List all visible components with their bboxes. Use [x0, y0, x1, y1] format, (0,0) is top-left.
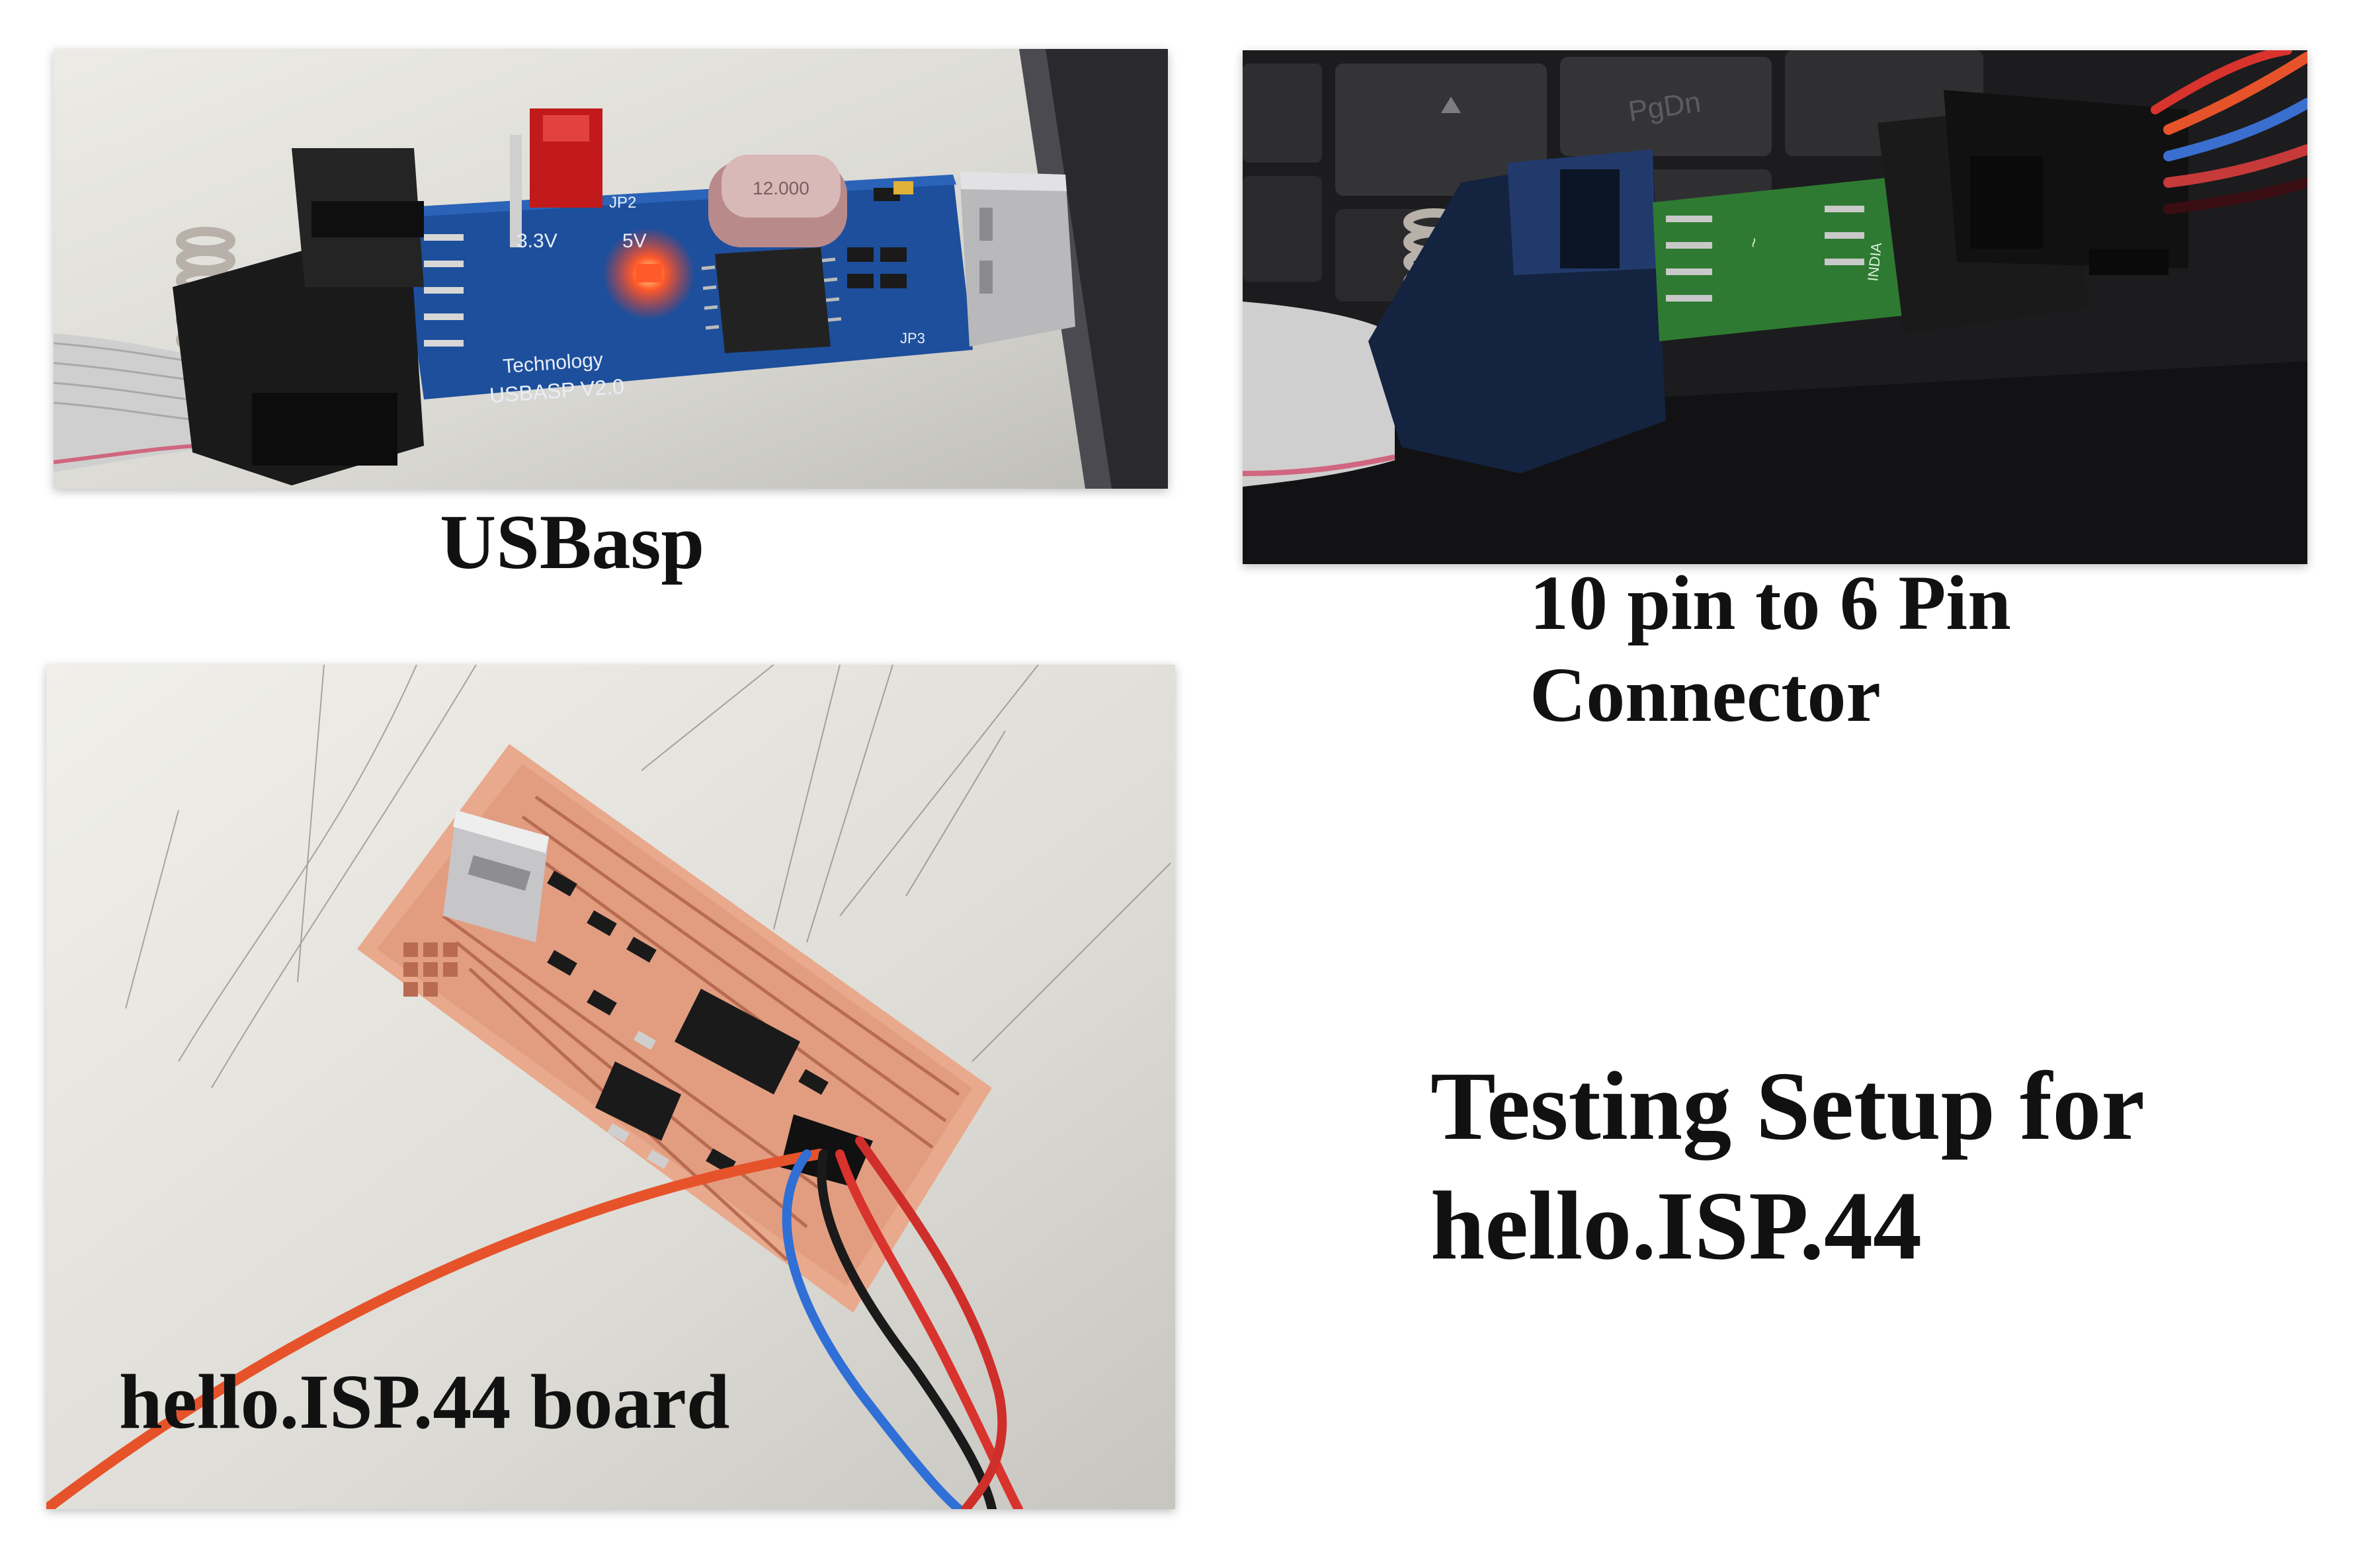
- adapter-image: PgDn: [1243, 50, 2307, 564]
- adapter-pcb: [1653, 176, 1911, 341]
- six-pin-connector: [1878, 90, 2188, 335]
- microcontroller-chip: [701, 247, 842, 353]
- adapter-caption: 10 pin to 6 Pin Connector: [1530, 557, 2011, 741]
- usbasp-image: 12.000 JP2 3.3V 5V: [54, 49, 1168, 489]
- title-line2: hello.ISP.44: [1430, 1171, 1922, 1280]
- usbasp-photo: 12.000 JP2 3.3V 5V: [54, 49, 1168, 489]
- jumper-wires: [46, 1136, 1023, 1509]
- adapter-caption-line2: Connector: [1530, 651, 1881, 739]
- wires: [2151, 50, 2307, 214]
- svg-text:12.000: 12.000: [753, 178, 809, 198]
- hello-board-photo: hello.ISP.44 board: [46, 665, 1175, 1509]
- mini-usb-connector: [443, 810, 549, 942]
- svg-text:JP2: JP2: [609, 194, 636, 212]
- usb-plug: [960, 171, 1075, 347]
- svg-text:JP3: JP3: [900, 330, 925, 347]
- adapter-caption-line1: 10 pin to 6 Pin: [1530, 559, 2011, 646]
- usbasp-caption: USBasp: [440, 499, 705, 585]
- scratch-marks: [125, 665, 1171, 1089]
- crystal-oscillator: 12.000: [708, 155, 847, 247]
- svg-text:5V: 5V: [622, 230, 647, 252]
- adapter-photo: PgDn: [1243, 50, 2307, 564]
- hello-board-image: [46, 665, 1175, 1509]
- svg-text:3.3V: 3.3V: [516, 230, 558, 252]
- testing-setup-title: Testing Setup for hello.ISP.44: [1430, 1047, 2145, 1286]
- svg-text:~: ~: [1743, 236, 1764, 249]
- adapter-board-text: INDIA: [1864, 241, 1885, 282]
- idc-connector: [173, 148, 464, 485]
- ten-pin-connector: [1368, 149, 1666, 474]
- title-line1: Testing Setup for: [1430, 1052, 2145, 1161]
- hello-board-caption: hello.ISP.44 board: [119, 1358, 730, 1445]
